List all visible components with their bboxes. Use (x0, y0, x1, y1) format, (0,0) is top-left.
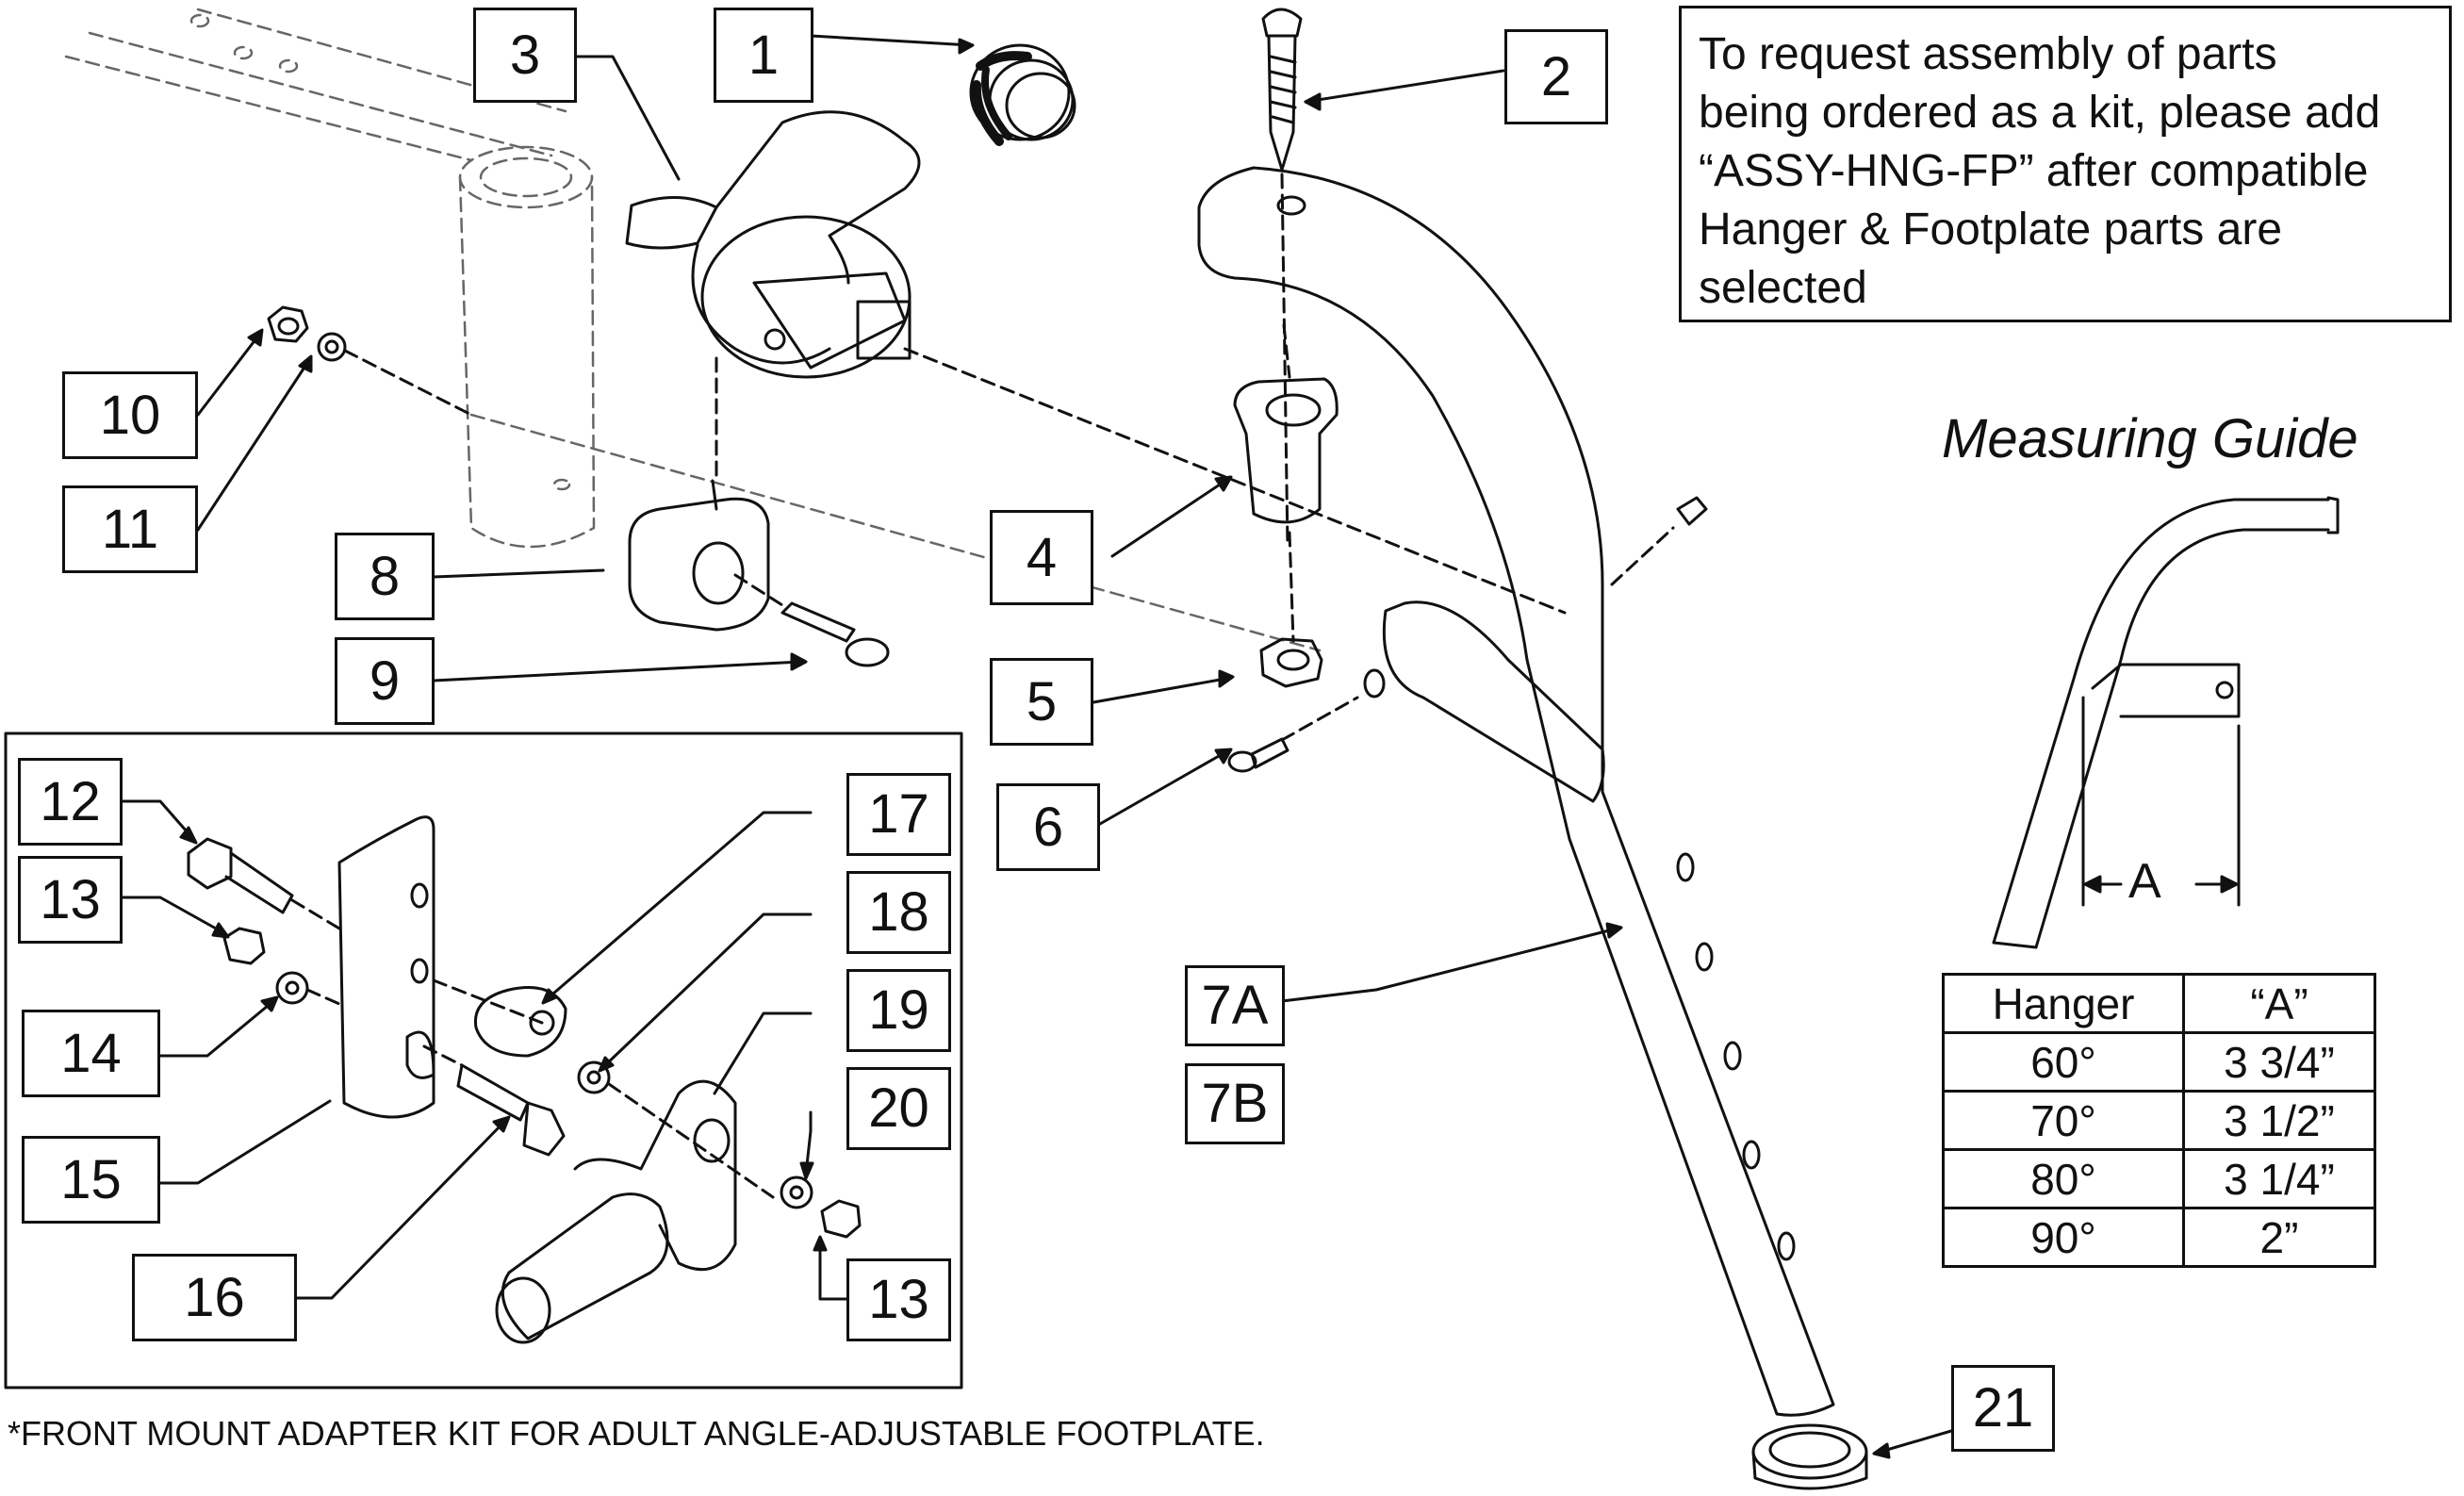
part-21-end-cap (1751, 1423, 1868, 1490)
callout-17: 17 (846, 773, 951, 856)
measuring-guide-sketch (1992, 496, 2340, 949)
note-line-1: To request assembly of parts (1699, 29, 2277, 79)
callout-13-left: 13 (18, 856, 123, 944)
callout-1: 1 (714, 8, 813, 103)
cell-hanger: 80° (1942, 1148, 2185, 1209)
callout-13-right: 13 (846, 1258, 951, 1341)
callout-18: 18 (846, 871, 951, 954)
part-8-clamp (628, 479, 770, 632)
callout-14: 14 (22, 1010, 160, 1097)
header-hanger: Hanger (1942, 973, 2185, 1034)
cell-hanger: 90° (1942, 1207, 2185, 1268)
adapter-kit-box (4, 732, 963, 1389)
table-header-row: Hanger “A” (1942, 973, 2376, 1034)
callout-16: 16 (132, 1254, 297, 1341)
callout-9: 9 (335, 637, 435, 725)
callout-7a: 7A (1185, 965, 1285, 1046)
table-row: 70° 3 1/2” (1942, 1090, 2376, 1151)
callout-6: 6 (996, 783, 1100, 871)
cell-a: 3 1/2” (2182, 1090, 2376, 1151)
callout-20: 20 (846, 1067, 951, 1150)
part-10-11-nut-washer (267, 305, 473, 417)
table-row: 80° 3 1/4” (1942, 1148, 2376, 1209)
callout-2: 2 (1504, 29, 1608, 124)
cell-hanger: 60° (1942, 1031, 2185, 1093)
measuring-guide-table: Hanger “A” 60° 3 3/4” 70° 3 1/2” 80° 3 1… (1942, 973, 2376, 1268)
cell-a: 3 1/4” (2182, 1148, 2376, 1209)
adapter-kit-parts (187, 815, 862, 1344)
measuring-guide-title: Measuring Guide (1942, 408, 2358, 469)
footnote: *FRONT MOUNT ADAPTER KIT FOR ADULT ANGLE… (8, 1414, 1265, 1453)
header-a: “A” (2182, 973, 2376, 1034)
note-line-4: Hanger & Footplate parts are (1699, 205, 2283, 255)
callout-8: 8 (335, 533, 435, 620)
callout-15: 15 (22, 1136, 160, 1224)
callout-11: 11 (62, 485, 198, 573)
callout-7b: 7B (1185, 1063, 1285, 1144)
note-line-2: being ordered as a kit, please add (1699, 88, 2381, 138)
table-row: 90° 2” (1942, 1207, 2376, 1268)
part-2-screw (1261, 8, 1303, 549)
cell-a: 3 3/4” (2182, 1031, 2376, 1093)
leader-lines (121, 34, 1953, 1459)
cell-a: 2” (2182, 1207, 2376, 1268)
cell-hanger: 70° (1942, 1090, 2185, 1151)
part-4-bushing (1233, 323, 1339, 643)
table-row: 60° 3 3/4” (1942, 1031, 2376, 1093)
part-7-hanger-tube (1197, 166, 1835, 1417)
assembly-note: To request assembly of parts being order… (1679, 6, 2452, 322)
part-6-screw (1227, 696, 1359, 773)
part-3-latch (625, 110, 1567, 615)
dimension-a-label: A (2123, 853, 2167, 910)
frame-phantom (64, 8, 1322, 652)
note-line-3: “ASSY-HNG-FP” after compatible (1699, 146, 2369, 196)
callout-3: 3 (473, 8, 577, 103)
part-1-bumper (969, 43, 1076, 146)
callout-10: 10 (62, 371, 198, 459)
callout-4: 4 (990, 510, 1093, 605)
callout-5: 5 (990, 658, 1093, 746)
note-line-5: selected (1699, 263, 1867, 313)
callout-21: 21 (1951, 1365, 2055, 1452)
part-9-screw (733, 573, 890, 667)
callout-19: 19 (846, 969, 951, 1052)
callout-12: 12 (18, 758, 123, 846)
part-5-nut (1259, 637, 1323, 688)
